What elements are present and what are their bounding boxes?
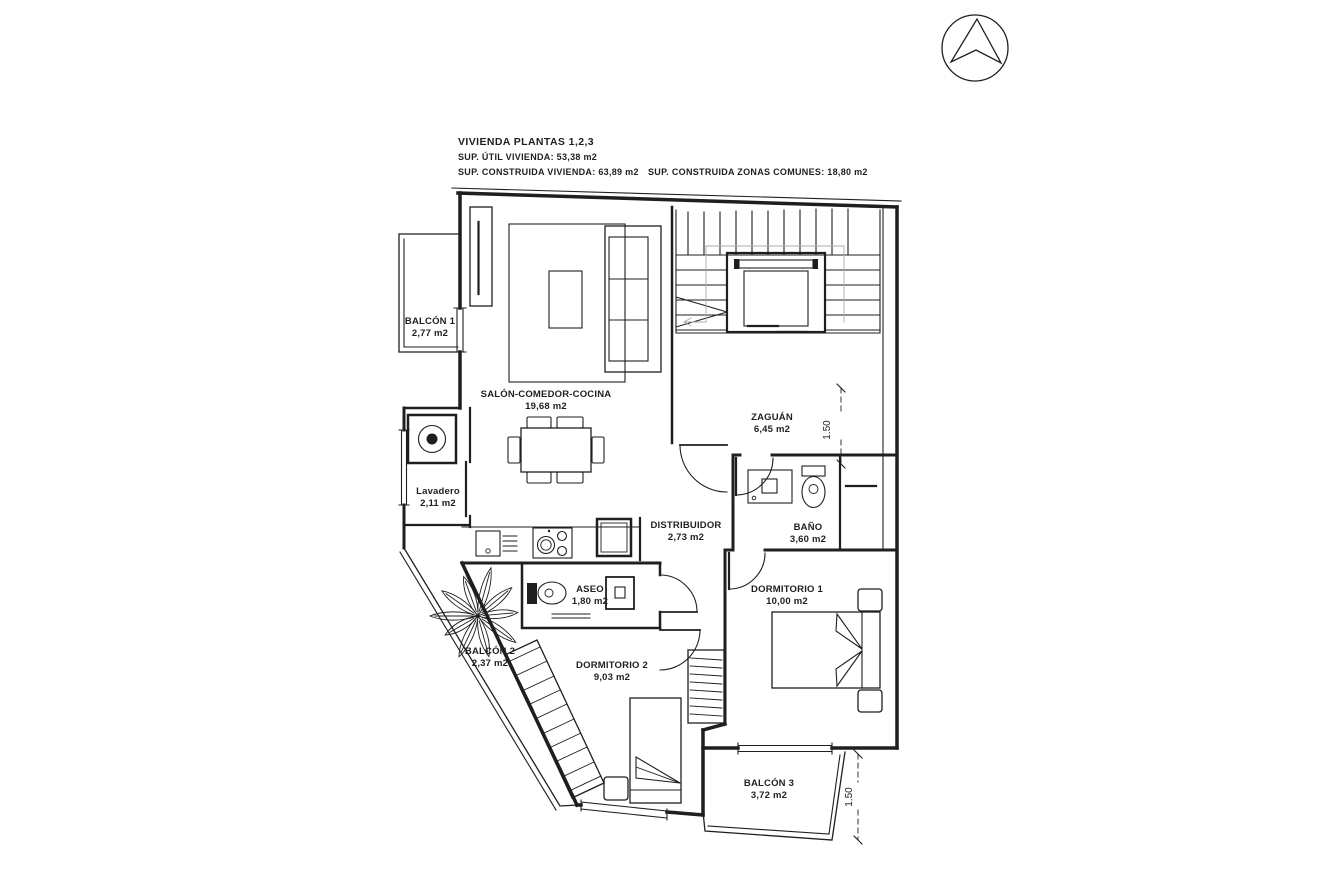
plan-sup-comunes: SUP. CONSTRUIDA ZONAS COMUNES: 18,80 m2 [648,167,868,177]
room-label-balcon3: BALCÓN 3 [744,777,794,789]
balcony-railings [398,233,846,841]
bano-toilet [801,465,826,509]
refrigerator [595,517,633,558]
dining-set [507,416,605,484]
room-label-balcon2: BALCÓN 2 [465,645,515,657]
room-area-aseo: 1,80 m2 [572,596,608,607]
coffee-table [548,270,583,329]
room-label-bano: BAÑO [794,522,823,533]
nightstands-dormitorio1 [857,588,883,713]
cooktop [532,527,573,559]
wardrobe-dormitorio2-left [504,639,605,799]
bed-dormitorio1 [771,611,881,689]
room-area-dormitorio1: 10,00 m2 [766,596,808,607]
room-area-dormitorio2: 9,03 m2 [594,672,630,683]
plan-sup-construida: SUP. CONSTRUIDA VIVIENDA: 63,89 m2 [458,167,639,177]
room-area-bano: 3,60 m2 [790,534,826,545]
bed-dormitorio2 [629,697,682,804]
plan-header: VIVIENDA PLANTAS 1,2,3 SUP. ÚTIL VIVIEND… [458,136,867,184]
dimension-label-zaguan: 1.50 [822,420,833,440]
kitchen-sink [475,530,518,557]
room-label-distribuidor: DISTRIBUIDOR [650,520,721,531]
staircase [675,208,881,334]
room-label-dormitorio1: DORMITORIO 1 [751,584,823,595]
north-arrow-icon [941,14,1009,82]
room-area-balcon2: 2,37 m2 [472,658,508,669]
room-area-zaguan: 6,45 m2 [754,424,790,435]
tv-cabinet [469,206,493,307]
nightstand-dormitorio2 [603,776,629,801]
room-label-aseo: ASEO [576,584,604,595]
wardrobe-dormitorio2-top [687,649,725,724]
plan-sup-row: SUP. CONSTRUIDA VIVIENDA: 63,89 m2 SUP. … [458,167,867,179]
room-labels: BALCÓN 1 2,77 m2 SALÓN-COMEDOR-COCINA 19… [405,315,826,801]
room-label-salon: SALÓN-COMEDOR-COCINA [481,388,612,400]
shower-tray [551,576,635,619]
door-swings [464,444,774,671]
elevator [725,251,827,334]
bano-sink [747,469,793,504]
room-area-lavadero: 2,11 m2 [420,498,456,509]
interior-walls [460,205,899,726]
dimension-balcon3: 1.50 [842,749,863,845]
washing-machine [406,413,458,465]
living-room-rug [508,223,626,383]
sofa [604,225,662,373]
plan-title: VIVIENDA PLANTAS 1,2,3 [458,136,594,148]
room-label-balcon1: BALCÓN 1 [405,315,456,327]
room-label-lavadero: Lavadero [416,486,460,497]
plan-sup-util: SUP. ÚTIL VIVIENDA: 53,38 m2 [458,152,598,162]
room-area-balcon1: 2,77 m2 [412,328,448,339]
dimension-zaguan: 1.50 [820,383,846,469]
room-label-zaguan: ZAGUÁN [751,412,793,423]
room-area-balcon3: 3,72 m2 [751,790,787,801]
dimension-label-balcon3: 1.50 [844,787,855,807]
room-area-salon: 19,68 m2 [525,401,567,412]
room-area-distribuidor: 2,73 m2 [668,532,704,543]
aseo-toilet [527,581,567,605]
palm-plant-icon [428,566,519,658]
room-label-dormitorio2: DORMITORIO 2 [576,660,648,671]
windows [398,307,833,821]
